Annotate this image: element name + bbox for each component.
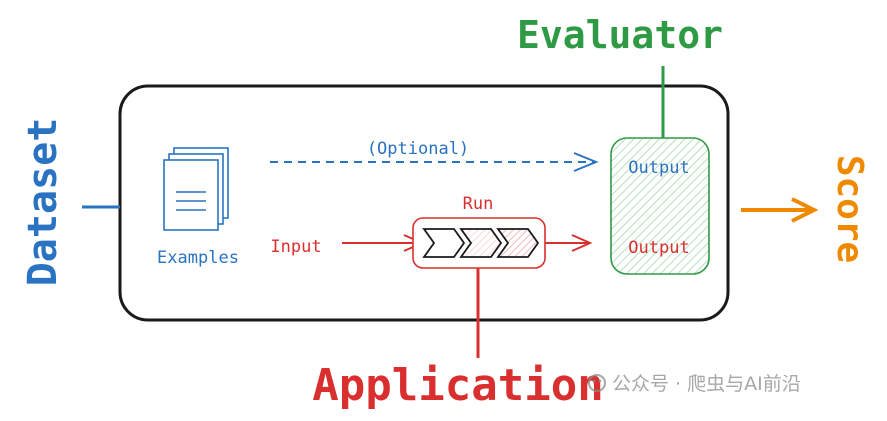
dataset-container — [118, 84, 730, 322]
chevron-2 — [459, 228, 503, 258]
run-output-arrowhead — [571, 234, 593, 252]
watermark: 公众号 · 爬虫与AI前沿 — [588, 373, 801, 395]
evaluator-label: Evaluator — [517, 13, 723, 57]
run-chevrons — [422, 228, 540, 258]
documents-icon — [163, 147, 229, 231]
output-app-label: Output — [628, 238, 689, 258]
application-label: Application — [312, 360, 603, 411]
wechat-icon — [588, 374, 606, 392]
score-label: Score — [829, 155, 870, 263]
chevron-1 — [422, 228, 466, 258]
dataset-label: Dataset — [20, 118, 66, 287]
watermark-text: 公众号 · 爬虫与AI前沿 — [612, 373, 801, 395]
input-label: Input — [270, 237, 321, 257]
output-reference-label: Output — [628, 158, 689, 178]
examples-label: Examples — [157, 248, 239, 268]
evaluator-box — [610, 137, 710, 275]
score-arrowhead — [791, 197, 819, 223]
chevron-3 — [496, 228, 540, 258]
run-label: Run — [463, 194, 494, 214]
optional-arrowhead — [573, 152, 599, 172]
optional-label: (Optional) — [367, 139, 469, 159]
